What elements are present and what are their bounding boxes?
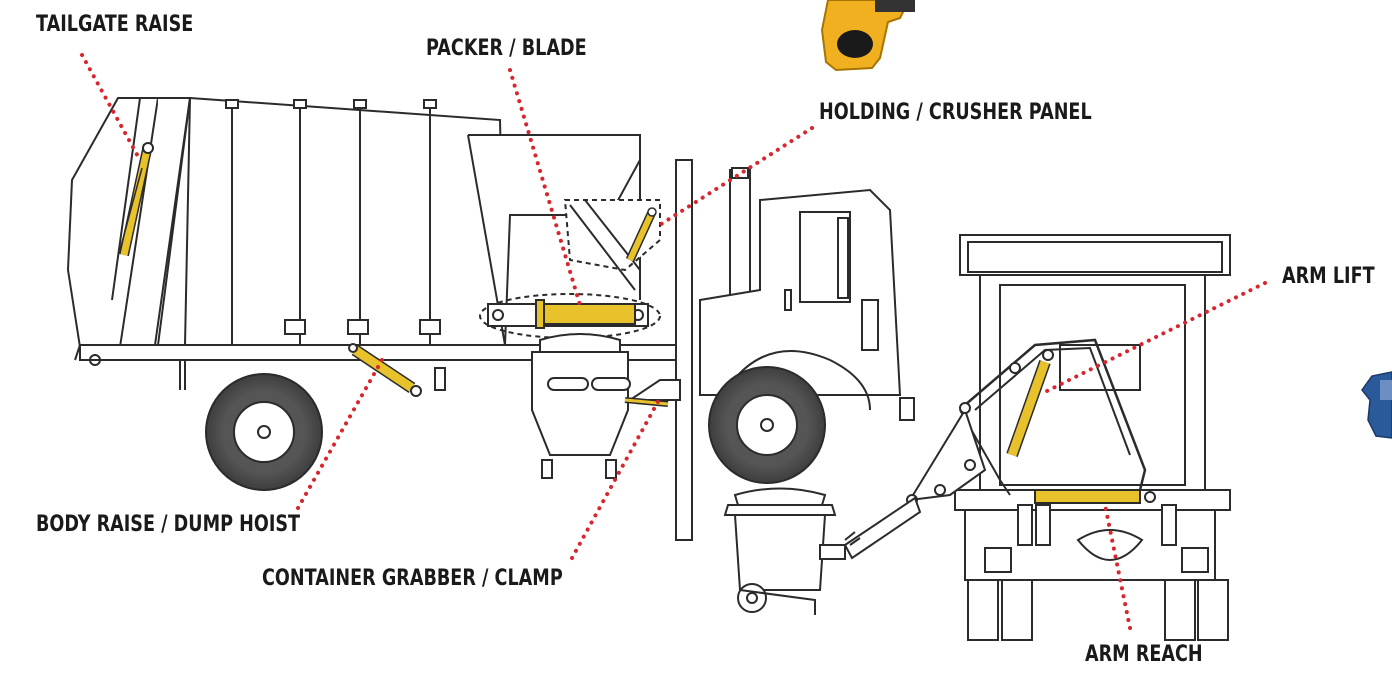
holding-crusher-panel-label: HOLDING / CRUSHER PANEL bbox=[819, 100, 1092, 125]
leader-holding-crusher-panel bbox=[653, 126, 814, 230]
arm-reach-label: ARM REACH bbox=[1085, 642, 1203, 667]
arm-lift-cylinder bbox=[1006, 359, 1051, 458]
blue-part-photo-right bbox=[1361, 371, 1392, 439]
packer-blade-label: PACKER / BLADE bbox=[426, 36, 587, 61]
body-raise-dump-hoist-label: BODY RAISE / DUMP HOIST bbox=[36, 512, 301, 537]
tailgate-raise-label: TAILGATE RAISE bbox=[36, 12, 194, 37]
container-grabber-clamp-label: CONTAINER GRABBER / CLAMP bbox=[262, 566, 563, 591]
packer-blade-cylinder bbox=[535, 299, 636, 329]
arm-lift-label: ARM LIFT bbox=[1282, 264, 1375, 289]
leader-lines bbox=[80, 53, 1267, 630]
tailgate-raise-cylinder bbox=[119, 142, 154, 257]
leader-container-grabber-clamp bbox=[570, 396, 662, 560]
container-grabber-clamp-cylinder bbox=[624, 397, 669, 407]
holding-crusher-panel-cylinder bbox=[625, 207, 657, 262]
rear-wheel bbox=[205, 373, 323, 491]
arm-reach-cylinder bbox=[1034, 489, 1156, 504]
leader-arm-reach bbox=[1103, 503, 1132, 630]
leader-arm-lift bbox=[1043, 281, 1267, 394]
leader-packer-blade bbox=[508, 68, 582, 307]
body-raise-dump-hoist-cylinder bbox=[348, 343, 422, 397]
cylinder-product-photo-top bbox=[820, 0, 915, 72]
front-wheel bbox=[708, 366, 826, 484]
